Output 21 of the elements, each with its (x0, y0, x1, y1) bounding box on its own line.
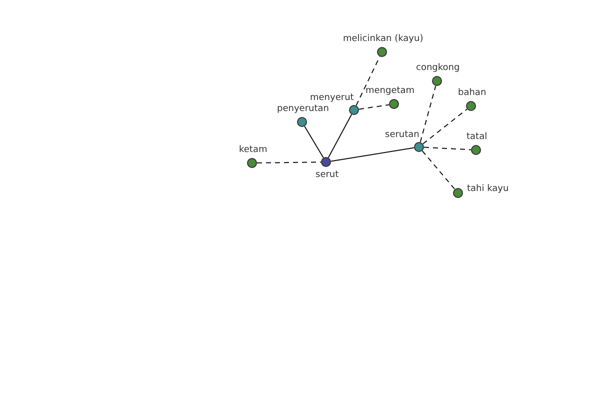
dashed-connector (422, 108, 468, 144)
node-label: serutan (385, 130, 420, 141)
node-label: bahan (458, 88, 486, 99)
dashed-connector (422, 150, 456, 190)
node-label: ketam (239, 145, 268, 156)
dashed-connector (256, 162, 322, 164)
node-label: penyerutan (277, 104, 329, 115)
connector-line (304, 126, 324, 158)
node-label: congkong (416, 63, 460, 74)
node-label: melicinkan (kayu) (343, 34, 424, 45)
node-label: serut (316, 170, 339, 181)
node-label: mengetam (366, 86, 415, 97)
node-label: tatal (466, 132, 488, 143)
dashed-connector (356, 56, 380, 106)
connector-line (328, 114, 352, 158)
dashed-connector (358, 104, 390, 110)
connector-line (330, 147, 415, 162)
dashed-connector (420, 85, 436, 143)
dashed-connector (424, 146, 472, 150)
node-label: tahi kayu (467, 184, 509, 195)
node-label: menyerut (310, 93, 354, 104)
